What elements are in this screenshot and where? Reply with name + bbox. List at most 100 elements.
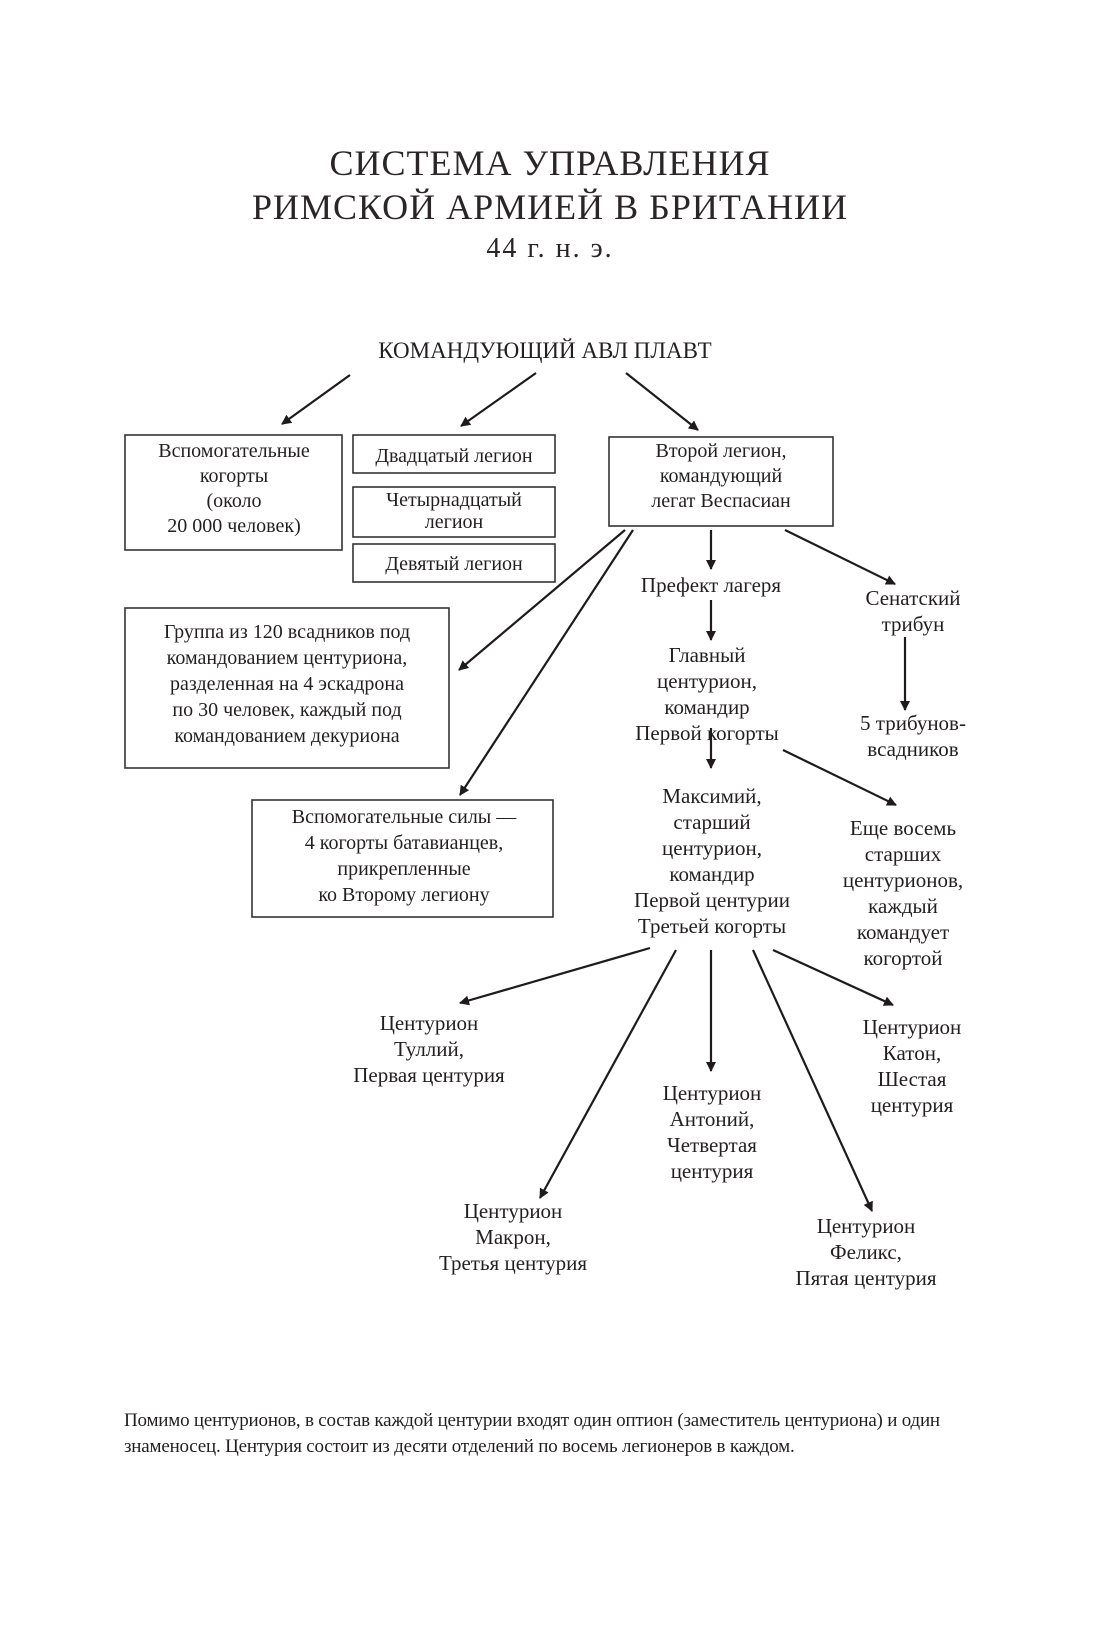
- node-label-line: разделенная на 4 эскадрона: [170, 673, 404, 695]
- title-line-1: СИСТЕМА УПРАВЛЕНИЯ: [329, 143, 771, 183]
- node-label-line: Центурион: [663, 1081, 762, 1105]
- arrow-legion-2-to-batavians: [459, 529, 634, 796]
- node-box: [608, 436, 834, 527]
- node-label-line: каждый: [868, 894, 938, 918]
- node-label-line: Центурион: [817, 1214, 916, 1238]
- node-label-line: Первой когорты: [635, 721, 778, 745]
- node-aux-cohorts: Вспомогательные когорты (около 20 000 челов…: [124, 434, 343, 551]
- node-label-line: старший: [673, 810, 750, 834]
- node-label-line: Четырнадцатый: [386, 489, 522, 511]
- node-label-line: Феликс,: [830, 1240, 902, 1264]
- node-box: [352, 486, 556, 538]
- node-label-line: Еще восемь: [850, 816, 956, 840]
- arrow-maximius-to-macro: [539, 949, 677, 1199]
- node-label-line: когортой: [863, 946, 942, 970]
- node-label-line: прикрепленные: [337, 858, 470, 880]
- node-label-line: всадников: [867, 737, 958, 761]
- node-maximius: Максимий,старшийцентурион,командирПервой…: [634, 784, 790, 938]
- node-box: [124, 607, 450, 769]
- node-label-line: Шестая: [878, 1067, 947, 1091]
- node-label-line: 5 трибунов-: [860, 711, 966, 735]
- node-label-line: Антоний,: [670, 1107, 755, 1131]
- node-label-line: легат Веспасиан: [651, 490, 791, 512]
- node-legion-9: Девятый легион: [352, 543, 556, 583]
- arrow-commander-to-aux-cohorts: [281, 374, 351, 425]
- node-label-line: Вспомогательные силы —: [292, 806, 517, 828]
- edges-layer: [281, 372, 910, 1212]
- node-label-line: Девятый легион: [385, 553, 523, 575]
- node-label-line: командир: [664, 695, 749, 719]
- node-label-line: Вспомогательные: [158, 440, 310, 462]
- node-label-line: ко Второму легиону: [318, 884, 489, 906]
- arrow-maximius-to-tullius: [459, 946, 651, 1006]
- node-label-line: Сенатский: [865, 586, 960, 610]
- node-label-line: Центурион: [863, 1015, 962, 1039]
- node-label-line: Группа из 120 всадников под: [164, 621, 410, 643]
- node-label-line: когорты: [200, 465, 268, 487]
- node-label-line: КОМАНДУЮЩИЙ АВЛ ПЛАВТ: [378, 338, 711, 363]
- node-label-line: 4 когорты батавианцев,: [305, 832, 503, 854]
- node-label-line: Префект лагеря: [641, 573, 781, 597]
- node-box: [352, 543, 556, 583]
- node-batavians: Вспомогательные силы — 4 когорты батавиан…: [251, 799, 554, 918]
- arrow-legion-2-to-senatorial-tribune: [784, 529, 896, 585]
- arrow-legion-2-to-cavalry: [458, 529, 626, 671]
- node-box: [251, 799, 554, 918]
- node-label-line: Четвертая: [667, 1133, 757, 1157]
- node-label-line: командованием центуриона,: [167, 647, 408, 669]
- arrow-commander-to-legion-2: [625, 372, 699, 431]
- node-box: [124, 434, 343, 551]
- node-label-line: Первая центурия: [353, 1063, 505, 1087]
- node-label-line: Главный: [669, 643, 746, 667]
- node-label-line: Центурион: [380, 1011, 479, 1035]
- title-line-2: РИМСКОЙ АРМИЕЙ В БРИТАНИИ: [251, 187, 849, 227]
- node-label-line: Макрон,: [475, 1225, 551, 1249]
- node-camp-prefect: Префект лагеря: [641, 573, 781, 597]
- arrow-chief-centurion-to-eight-centurions: [782, 749, 897, 806]
- node-label-line: Третья центурия: [439, 1251, 587, 1275]
- node-label-line: центурионов,: [843, 868, 963, 892]
- node-label-line: Двадцатый легион: [375, 445, 533, 467]
- node-label-line: Центурион: [464, 1199, 563, 1223]
- node-legion-2: Второй легион, командующий легат Веспасиан: [608, 436, 834, 527]
- node-label-line: Максимий,: [662, 784, 761, 808]
- node-legion-20: Двадцатый легион: [352, 434, 556, 474]
- arrow-commander-to-legion-20: [460, 372, 537, 427]
- arrow-maximius-to-felix: [751, 949, 874, 1212]
- node-label-line: командующий: [660, 465, 783, 487]
- node-label-line: центурия: [871, 1093, 954, 1117]
- node-label-line: старших: [865, 842, 942, 866]
- node-label-line: Третьей когорты: [638, 914, 786, 938]
- node-label-line: Первой центурии: [634, 888, 790, 912]
- node-label-line: (около: [206, 490, 261, 512]
- footnote: Помимо центурионов, в состав каждой цент…: [124, 1410, 940, 1457]
- nodes-layer: КОМАНДУЮЩИЙ АВЛ ПЛАВТ Вспомогательные кого…: [124, 338, 966, 1290]
- node-equestrian-tribunes: 5 трибунов-всадников: [860, 711, 966, 761]
- node-label-line: командованием декуриона: [174, 725, 399, 747]
- node-commander: КОМАНДУЮЩИЙ АВЛ ПЛАВТ: [378, 338, 711, 363]
- node-label-line: центурион,: [662, 836, 762, 860]
- node-label-line: 20 000 человек): [167, 515, 301, 537]
- node-label-line: по 30 человек, каждый под: [172, 699, 401, 721]
- node-label-line: центурия: [671, 1159, 754, 1183]
- arrow-maximius-to-cato: [772, 949, 894, 1006]
- node-cavalry: Группа из 120 всадников под командованием…: [124, 607, 450, 769]
- node-box: [352, 434, 556, 474]
- node-label-line: легион: [425, 511, 484, 533]
- node-label-line: Катон,: [883, 1041, 941, 1065]
- node-label-line: Второй легион,: [656, 440, 787, 462]
- node-eight-centurions: Еще восемьстаршихцентурионов,каждыйкоман…: [843, 816, 963, 970]
- node-label-line: Пятая центурия: [795, 1266, 936, 1290]
- node-label-line: командир: [669, 862, 754, 886]
- node-label-line: командует: [857, 920, 949, 944]
- title-date: 44 г. н. э.: [486, 233, 614, 264]
